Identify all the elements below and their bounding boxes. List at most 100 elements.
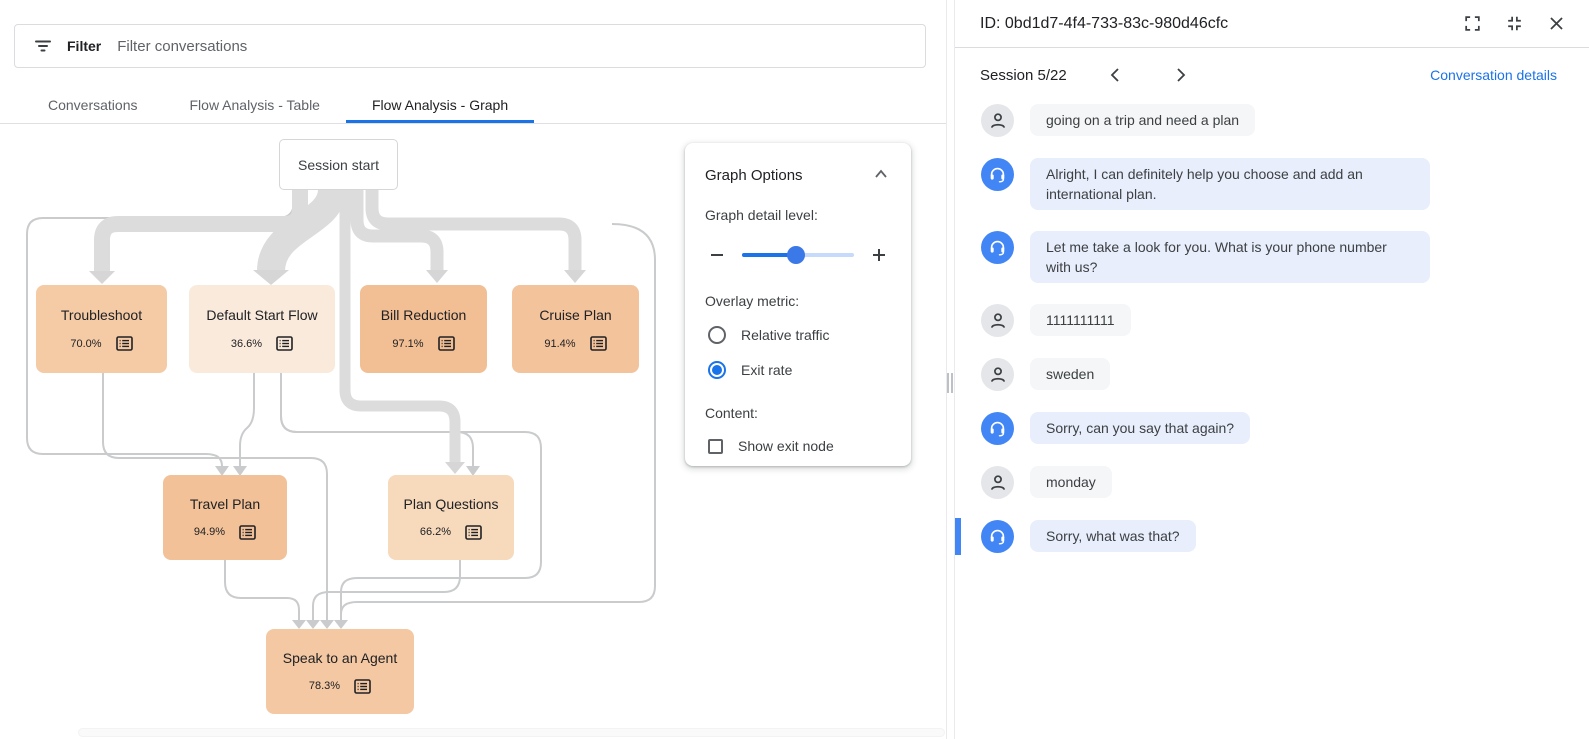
exit-fullscreen-icon[interactable] (1503, 13, 1525, 35)
node-label: Speak to an Agent (282, 649, 398, 666)
flow-node-plan-questions[interactable]: Plan Questions 66.2% (388, 475, 514, 560)
collapse-panel-chevron-up-icon[interactable] (871, 165, 891, 185)
node-details-icon[interactable] (239, 524, 256, 540)
graph-detail-slider (705, 243, 891, 267)
close-icon[interactable] (1545, 13, 1567, 35)
node-exit-rate: 91.4% (544, 337, 576, 350)
message-bubble[interactable]: Sorry, what was that? (1030, 520, 1196, 552)
flow-node-speak-to-an-agent[interactable]: Speak to an Agent 78.3% (266, 629, 414, 714)
chat-message-selected[interactable]: Sorry, what was that? (955, 518, 1589, 555)
pane-resize-handle[interactable] (947, 373, 953, 393)
user-avatar (981, 304, 1014, 337)
node-details-icon[interactable] (465, 524, 482, 540)
chat-message[interactable]: monday (955, 466, 1589, 499)
overlay-metric-label: Overlay metric: (705, 293, 800, 309)
detail-panel-header: ID: 0bd1d7-4f4-733-83c-980d46cfc (955, 0, 1589, 48)
relative-traffic-radio[interactable] (708, 326, 726, 344)
fullscreen-icon[interactable] (1461, 13, 1483, 35)
slider-fill (742, 253, 796, 257)
filter-label: Filter (67, 38, 102, 54)
increase-detail-button[interactable] (867, 243, 891, 267)
message-list[interactable]: going on a trip and need a plan Alright,… (955, 100, 1589, 555)
bot-avatar (981, 520, 1014, 553)
message-bubble[interactable]: 1111111111 (1030, 304, 1131, 336)
node-details-icon[interactable] (276, 336, 293, 351)
node-label: Troubleshoot (60, 307, 143, 323)
next-session-chevron-right-icon[interactable] (1169, 64, 1191, 86)
node-details-icon[interactable] (589, 336, 607, 351)
selected-message-indicator (955, 518, 961, 555)
chat-message[interactable]: going on a trip and need a plan (955, 104, 1589, 137)
conversation-id-title: ID: 0bd1d7-4f4-733-83c-980d46cfc (980, 14, 1229, 32)
show-exit-node-checkbox[interactable] (708, 438, 723, 454)
radio-label: Exit rate (741, 362, 793, 378)
chat-message[interactable]: Sorry, can you say that again? (955, 412, 1589, 445)
tab-conversations[interactable]: Conversations (48, 96, 138, 113)
chat-message[interactable]: Alright, I can definitely help you choos… (955, 158, 1589, 210)
node-details-icon[interactable] (437, 336, 455, 351)
radio-label: Relative traffic (741, 327, 830, 343)
conversation-detail-panel: ID: 0bd1d7-4f4-733-83c-980d46cfc Session… (955, 0, 1589, 739)
chat-message[interactable]: Let me take a look for you. What is your… (955, 231, 1589, 283)
slider-thumb[interactable] (786, 246, 805, 264)
user-avatar (981, 466, 1014, 499)
session-nav: Session 5/22 Conversation details (955, 48, 1589, 100)
user-avatar (981, 104, 1014, 137)
node-details-icon[interactable] (354, 678, 371, 694)
message-bubble[interactable]: Let me take a look for you. What is your… (1030, 231, 1430, 283)
node-details-icon[interactable] (115, 336, 133, 351)
filter-bar[interactable]: Filter (14, 24, 926, 68)
flow-node-troubleshoot[interactable]: Troubleshoot 70.0% (36, 285, 167, 373)
flow-node-travel-plan[interactable]: Travel Plan 94.9% (163, 475, 287, 560)
message-bubble[interactable]: going on a trip and need a plan (1030, 104, 1256, 136)
chat-message[interactable]: 1111111111 (955, 304, 1589, 337)
filter-conversations-input[interactable] (117, 37, 909, 55)
node-label: Travel Plan (189, 495, 261, 512)
radio-row-relative-traffic: Relative traffic (705, 326, 891, 344)
content-label: Content: (705, 405, 758, 421)
tab-flow-analysis-table[interactable]: Flow Analysis - Table (189, 96, 320, 113)
exit-rate-radio[interactable] (708, 361, 726, 379)
tab-bar: Conversations Flow Analysis - Table Flow… (0, 89, 947, 124)
graph-options-title: Graph Options (705, 166, 803, 184)
chat-message[interactable]: sweden (955, 358, 1589, 391)
node-exit-rate: 94.9% (193, 526, 226, 538)
bot-avatar (981, 412, 1014, 445)
slider-track[interactable] (742, 246, 854, 264)
graph-detail-level-label: Graph detail level: (705, 207, 818, 223)
flow-graph-canvas[interactable]: Session start Troubleshoot 70.0% Default… (0, 124, 947, 739)
pane-divider (946, 0, 947, 739)
checkbox-label: Show exit node (738, 438, 834, 454)
node-label: Plan Questions (403, 495, 499, 512)
session-label: Session 5/22 (980, 66, 1067, 84)
node-exit-rate: 66.2% (419, 526, 452, 538)
flow-node-cruise-plan[interactable]: Cruise Plan 91.4% (512, 285, 639, 373)
message-bubble[interactable]: Alright, I can definitely help you choos… (1030, 158, 1430, 210)
node-label: Cruise Plan (539, 307, 612, 323)
node-exit-rate: 97.1% (392, 337, 424, 350)
pane-divider (954, 0, 955, 739)
flow-node-default-start-flow[interactable]: Default Start Flow 36.6% (189, 285, 335, 373)
flow-edges (26, 187, 656, 629)
horizontal-scrollbar[interactable] (78, 728, 945, 737)
flow-node-bill-reduction[interactable]: Bill Reduction 97.1% (360, 285, 487, 373)
conversation-details-link[interactable]: Conversation details (1430, 67, 1557, 83)
flow-node-session-start[interactable]: Session start (279, 139, 398, 190)
user-avatar (981, 358, 1014, 391)
decrease-detail-button[interactable] (705, 243, 729, 267)
graph-options-panel: Graph Options Graph detail level: Overla (685, 143, 911, 466)
message-bubble[interactable]: sweden (1030, 358, 1111, 390)
message-bubble[interactable]: Sorry, can you say that again? (1030, 412, 1251, 444)
tab-flow-analysis-graph[interactable]: Flow Analysis - Graph (345, 89, 535, 123)
message-bubble[interactable]: monday (1030, 466, 1112, 498)
checkbox-row-show-exit-node: Show exit node (705, 438, 891, 454)
filter-icon (35, 40, 51, 52)
bot-avatar (981, 231, 1014, 264)
node-label: Default Start Flow (206, 307, 318, 323)
node-exit-rate: 70.0% (70, 337, 102, 350)
flow-analysis-pane: Filter Conversations Flow Analysis - Tab… (0, 24, 947, 739)
node-exit-rate: 78.3% (308, 680, 341, 692)
bot-avatar (981, 158, 1014, 191)
previous-session-chevron-left-icon[interactable] (1105, 64, 1127, 86)
